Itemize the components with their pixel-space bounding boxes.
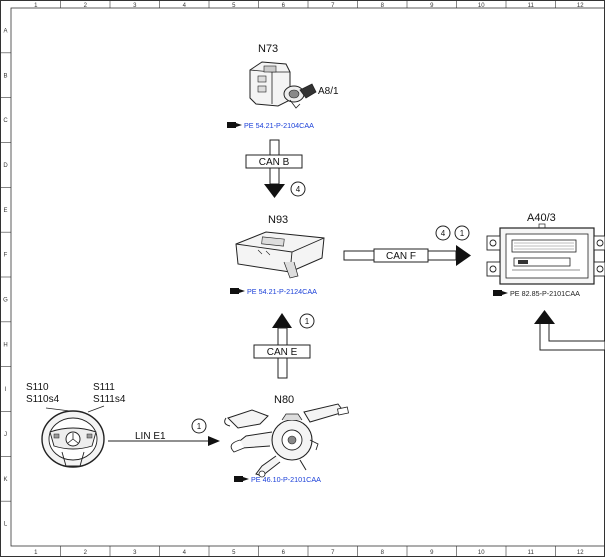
can-b-arrow	[264, 139, 285, 198]
s110-label: S110	[26, 382, 49, 393]
n80-label: N80	[274, 394, 294, 406]
grid-row-ruler: A B C D E F G H I J K L	[0, 28, 11, 528]
a40-reference[interactable]: PE 82.85-P-2101CAA	[493, 289, 580, 298]
grid-col-bottom-8: 8	[381, 550, 385, 556]
lin-e1-arrow	[108, 436, 220, 446]
grid-row-L: L	[4, 522, 8, 528]
grid-row-J: J	[4, 432, 7, 438]
book-pointer-icon	[230, 288, 245, 294]
grid-col-bottom-4: 4	[183, 550, 187, 556]
grid-col-bottom-10: 10	[478, 550, 485, 556]
n93-reference[interactable]: PE 54.21-P-2124CAA	[230, 287, 317, 296]
lin-step-marker: 1	[191, 418, 207, 434]
grid-col-bottom-7: 7	[331, 550, 335, 556]
s110s4-label: S110s4	[26, 394, 60, 405]
grid-row-E: E	[3, 208, 7, 214]
n73-reference[interactable]: PE 54.21-P-2104CAA	[227, 121, 314, 130]
grid-col-bottom-2: 2	[84, 550, 88, 556]
can-e-label-box	[253, 344, 311, 359]
grid-col-top-11: 11	[528, 3, 535, 9]
grid-col-top-8: 8	[381, 3, 385, 9]
grid-row-I: I	[5, 387, 7, 393]
can-f-step-marker-a: 4	[435, 225, 451, 241]
grid-row-F: F	[4, 253, 8, 259]
a40-label: A40/3	[527, 212, 556, 224]
grid-col-top-7: 7	[331, 3, 335, 9]
can-f-step-marker-b: 1	[454, 225, 470, 241]
can-f-label: CAN F	[386, 251, 416, 262]
n93-ref-link[interactable]: PE 54.21-P-2124CAA	[247, 287, 317, 296]
grid-col-top-1: 1	[34, 3, 38, 9]
n80-reference[interactable]: PE 46.10-P-2101CAA	[234, 475, 321, 484]
grid-col-bottom-1: 1	[34, 550, 38, 556]
grid-col-top-3: 3	[133, 3, 137, 9]
svg-text:4: 4	[296, 185, 301, 194]
grid-col-top-12: 12	[577, 3, 584, 9]
can-b-label: CAN B	[259, 157, 290, 168]
can-b-label-box	[245, 154, 303, 169]
grid-col-bottom-6: 6	[282, 550, 286, 556]
svg-text:1: 1	[305, 317, 310, 326]
grid-col-top-9: 9	[430, 3, 434, 9]
display-unit-icon	[486, 223, 605, 285]
grid-col-top-10: 10	[478, 3, 485, 9]
book-pointer-icon	[227, 122, 242, 128]
grid-col-top-2: 2	[84, 3, 88, 9]
grid-row-D: D	[3, 163, 8, 169]
grid-col-top-5: 5	[232, 3, 236, 9]
grid-row-H: H	[3, 342, 7, 348]
can-e-step-marker: 1	[299, 313, 315, 329]
grid-col-bottom-11: 11	[528, 550, 535, 556]
grid-col-bottom-5: 5	[232, 550, 236, 556]
n93-label: N93	[268, 214, 288, 226]
grid-col-top-4: 4	[183, 3, 187, 9]
svg-text:4: 4	[441, 229, 446, 238]
book-pointer-icon	[493, 290, 508, 296]
s111-label: S111	[93, 382, 115, 393]
n73-ref-link[interactable]: PE 54.21-P-2104CAA	[244, 121, 314, 130]
grid-col-bottom-12: 12	[577, 550, 584, 556]
book-pointer-icon	[234, 476, 249, 482]
s111s4-label: S111s4	[93, 394, 126, 405]
grid-row-A: A	[3, 28, 7, 34]
a40-ref-text[interactable]: PE 82.85-P-2101CAA	[510, 289, 580, 298]
ignition-lock-icon	[249, 61, 317, 109]
svg-text:1: 1	[460, 229, 465, 238]
svg-text:1: 1	[197, 422, 202, 431]
n73-label: N73	[258, 43, 278, 55]
can-f-label-box	[373, 248, 429, 263]
a40-return-arrow	[534, 310, 605, 351]
can-b-step-marker: 4	[290, 181, 306, 197]
control-unit-icon	[235, 231, 325, 279]
grid-row-C: C	[3, 118, 8, 124]
lin-e1-label: LIN E1	[135, 431, 166, 442]
can-e-label: CAN E	[267, 347, 298, 358]
steering-wheel-icon	[41, 405, 105, 468]
grid-row-K: K	[3, 477, 7, 483]
grid-col-bottom-3: 3	[133, 550, 137, 556]
grid-col-top-6: 6	[282, 3, 286, 9]
grid-row-B: B	[3, 73, 7, 79]
n80-ref-link[interactable]: PE 46.10-P-2101CAA	[251, 475, 321, 484]
grid-col-bottom-9: 9	[430, 550, 434, 556]
n73-sublabel: A8/1	[318, 86, 339, 97]
steering-column-module-icon	[224, 403, 349, 478]
grid-row-G: G	[3, 297, 8, 303]
